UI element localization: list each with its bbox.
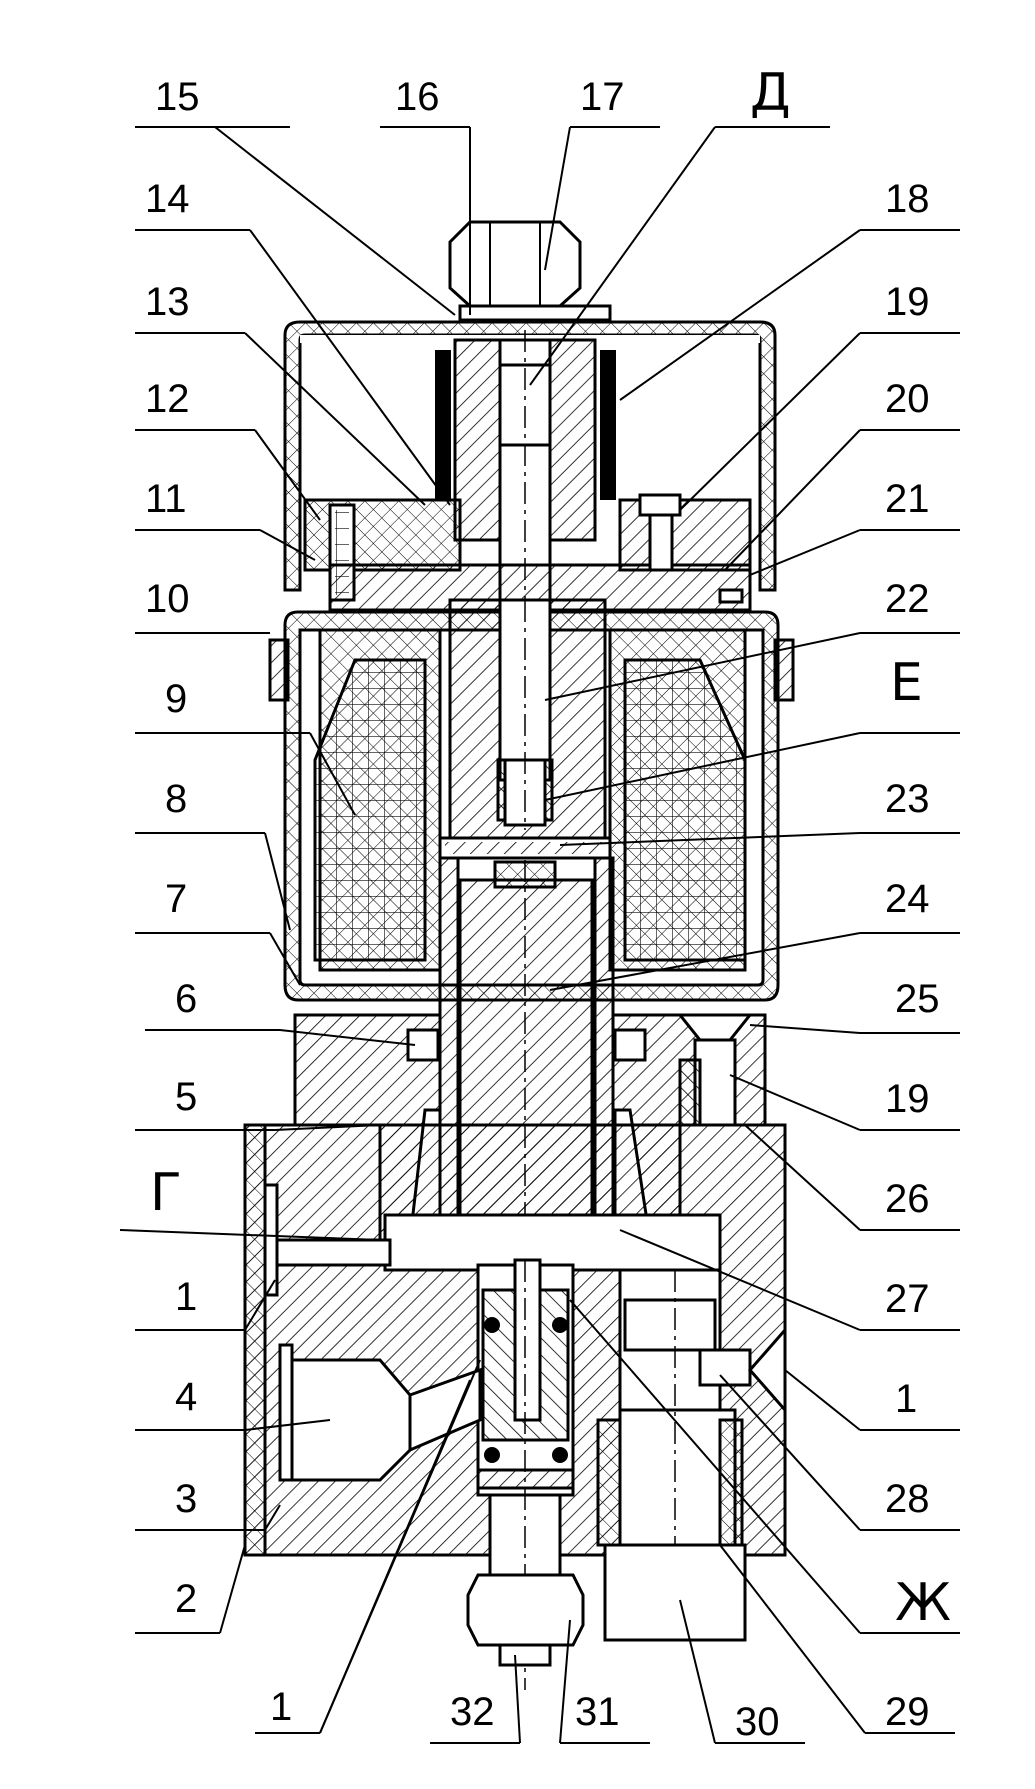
label-1-bottom: 1 <box>270 1685 292 1729</box>
label-16: 16 <box>395 75 440 119</box>
right-screw <box>676 1013 754 1127</box>
label-26: 26 <box>885 1177 930 1221</box>
label-21: 21 <box>885 477 930 521</box>
part-labels: 15 16 17 Д 14 18 13 19 12 20 11 21 10 22… <box>145 63 951 1744</box>
label-29: 29 <box>885 1690 930 1734</box>
label-10: 10 <box>145 577 190 621</box>
stop-core <box>448 598 607 842</box>
label-23: 23 <box>885 777 930 821</box>
label-9: 9 <box>165 677 187 721</box>
label-13: 13 <box>145 280 190 324</box>
bottom-fitting <box>603 1543 747 1642</box>
left-coil <box>313 628 442 972</box>
label-6: 6 <box>175 977 197 1021</box>
label-18: 18 <box>885 177 930 221</box>
label-27: 27 <box>885 1277 930 1321</box>
label-E: Е <box>890 653 923 713</box>
label-1-right: 1 <box>895 1377 917 1421</box>
label-20: 20 <box>885 377 930 421</box>
label-D: Д <box>750 63 791 123</box>
label-28: 28 <box>885 1477 930 1521</box>
label-3: 3 <box>175 1477 197 1521</box>
right-coil <box>608 628 747 972</box>
label-15: 15 <box>155 75 200 119</box>
label-2: 2 <box>175 1577 197 1621</box>
label-12: 12 <box>145 377 190 421</box>
label-25: 25 <box>895 977 940 1021</box>
label-19-top: 19 <box>885 280 930 324</box>
label-5: 5 <box>175 1075 197 1119</box>
label-24: 24 <box>885 877 930 921</box>
bottom-nut <box>466 1573 585 1667</box>
label-4: 4 <box>175 1375 197 1419</box>
label-14: 14 <box>145 177 190 221</box>
label-17: 17 <box>580 75 625 119</box>
top-nut <box>448 220 612 322</box>
label-19-bottom: 19 <box>885 1077 930 1121</box>
label-32: 32 <box>450 1690 495 1734</box>
label-8: 8 <box>165 777 187 821</box>
label-31: 31 <box>575 1690 620 1734</box>
label-30: 30 <box>735 1700 780 1744</box>
label-1-left: 1 <box>175 1275 197 1319</box>
leader-lines <box>119 126 960 1744</box>
label-11: 11 <box>145 477 187 521</box>
label-G: Г <box>150 1163 182 1223</box>
label-7: 7 <box>165 877 187 921</box>
label-Zh: Ж <box>895 1573 951 1633</box>
label-22: 22 <box>885 577 930 621</box>
